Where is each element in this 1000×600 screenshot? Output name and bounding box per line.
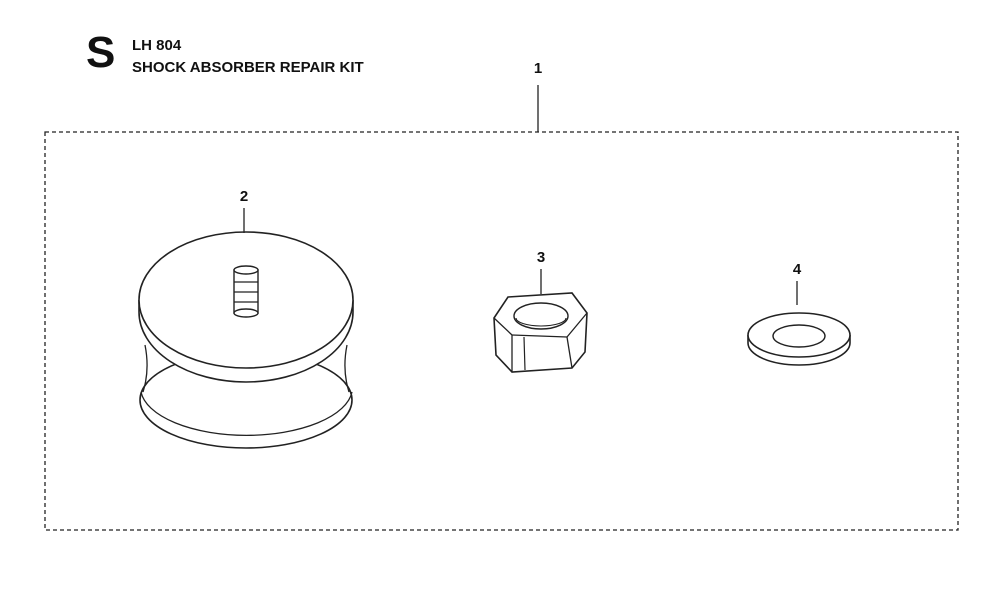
rubber-body <box>142 344 350 393</box>
kit-boundary <box>44 131 959 531</box>
callout-1-label: 1 <box>534 60 542 77</box>
callout-2-label: 2 <box>240 188 248 205</box>
callout-3-label: 3 <box>537 249 545 266</box>
callout-4-label: 4 <box>793 261 802 278</box>
callout-4[interactable]: 4 <box>793 261 802 305</box>
upper-disc <box>138 231 354 383</box>
callout-2[interactable]: 2 <box>240 188 248 233</box>
callout-1[interactable]: 1 <box>534 60 542 132</box>
kit-title: SHOCK ABSORBER REPAIR KIT <box>132 59 364 76</box>
nut-bore <box>513 302 569 330</box>
threaded-stud <box>233 265 259 318</box>
model-number: LH 804 <box>132 37 182 54</box>
washer-part[interactable] <box>747 312 851 366</box>
callout-3[interactable]: 3 <box>537 249 545 294</box>
shock-absorber-part[interactable] <box>138 231 354 449</box>
lower-rubber-disc <box>139 351 353 449</box>
section-letter: S <box>86 28 116 77</box>
washer-hole <box>772 324 826 348</box>
hex-nut-part[interactable] <box>493 292 588 373</box>
